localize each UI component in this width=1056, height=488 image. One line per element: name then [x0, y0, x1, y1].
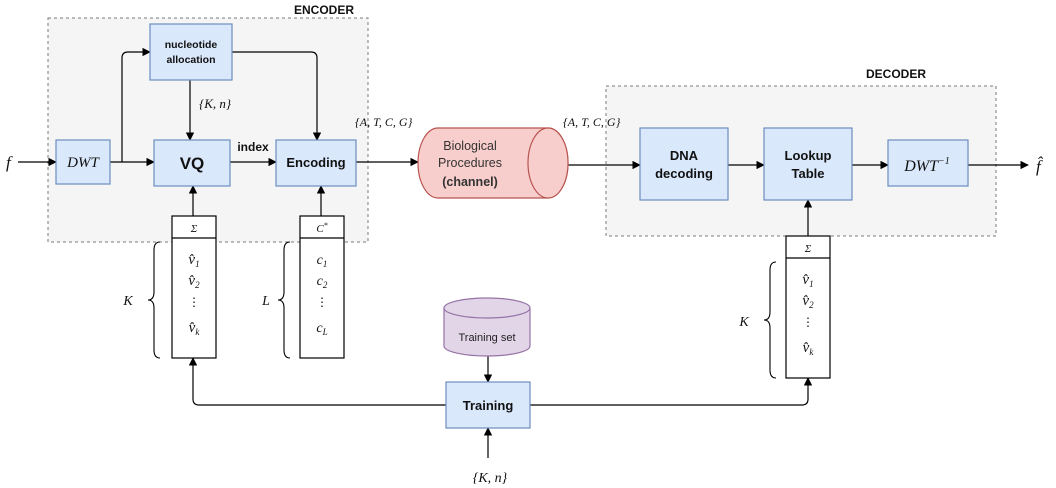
channel-cylinder-end [527, 127, 569, 199]
encoder-codebook-header: Σ [190, 223, 198, 235]
decoder-codebook-header: Σ [804, 243, 812, 255]
vq-block [153, 139, 231, 187]
encoder-codebook-entry: v̂1 [188, 252, 199, 269]
input-signal-label: f [6, 153, 13, 172]
dna-decoding-block [639, 127, 729, 201]
codewords-entry: c1 [317, 253, 328, 269]
codewords-size-label: L [261, 294, 270, 309]
decoder-codebook-entry: v̂2 [802, 293, 814, 310]
channel-label-line2: Procedures [438, 156, 502, 170]
vq-label: VQ [180, 154, 205, 173]
training-label: Training [463, 398, 514, 413]
encoder-output-alphabet: {A, T, C, G} [355, 115, 413, 129]
decoder-input-alphabet: {A, T, C, G} [563, 115, 621, 129]
index-label: index [237, 140, 269, 154]
lookup-table-block [763, 127, 853, 201]
codewords-entry: cL [316, 321, 327, 337]
decoder-title: DECODER [866, 67, 926, 81]
decoder-codebook-entry: v̂k [803, 340, 815, 357]
channel-label-line1: Biological [443, 139, 497, 153]
encoder-codebook-entry: v̂2 [188, 273, 200, 290]
encoding-block [275, 139, 357, 187]
arrow-dwt-to-allocation [121, 47, 151, 162]
idwt-block [887, 139, 969, 187]
decoder-codebook-entry: v̂1 [802, 272, 813, 289]
arrow-allocation-to-encoding [232, 51, 322, 141]
encoder-codebook-entry: v̂k [189, 320, 201, 337]
training-parameters-label: {K, n} [473, 471, 508, 486]
training-set-cylinder-body [443, 307, 531, 357]
nucleotide-allocation-label-line1: nucleotide [165, 39, 218, 51]
codewords-brace [277, 241, 291, 359]
decoder-codebook-size-label: K [738, 315, 749, 330]
lookup-table-label-line2: Table [792, 166, 825, 181]
training-block [445, 381, 531, 429]
encoding-label: Encoding [286, 155, 345, 170]
codewords-entry: c2 [317, 274, 328, 290]
decoder-codebook-brace [763, 261, 777, 379]
encoder-title: ENCODER [294, 3, 354, 17]
decoder-codebook-table [785, 235, 831, 379]
training-set-cylinder-top [443, 297, 531, 319]
channel-label-line3: (channel) [442, 175, 498, 189]
allocation-output-label: {K, n} [199, 96, 232, 111]
arrow-training-to-decoder-codebook [530, 377, 813, 406]
dwt-block [55, 139, 111, 185]
decoder-codebook-ellipsis: ⋮ [802, 315, 814, 329]
dna-decoding-label-line2: decoding [655, 166, 713, 181]
dwt-label: DWT [66, 155, 100, 171]
dna-decoding-label-line1: DNA [670, 148, 699, 163]
idwt-label: DWT−1 [903, 156, 950, 175]
encoder-codebook-table [171, 215, 217, 359]
training-set-label: Training set [458, 332, 515, 344]
codewords-table [299, 215, 345, 359]
nucleotide-allocation-block [149, 23, 233, 81]
codewords-header: C* [316, 221, 327, 235]
encoder-codebook-ellipsis: ⋮ [188, 295, 200, 309]
lookup-table-label-line1: Lookup [785, 148, 832, 163]
codewords-ellipsis: ⋮ [316, 295, 328, 309]
encoder-codebook-brace [147, 241, 161, 359]
nucleotide-allocation-label-line2: allocation [166, 54, 215, 66]
arrow-training-to-encoder-codebook [188, 357, 446, 406]
encoder-codebook-size-label: K [122, 294, 133, 309]
output-signal-label: f̂ [1036, 156, 1044, 176]
